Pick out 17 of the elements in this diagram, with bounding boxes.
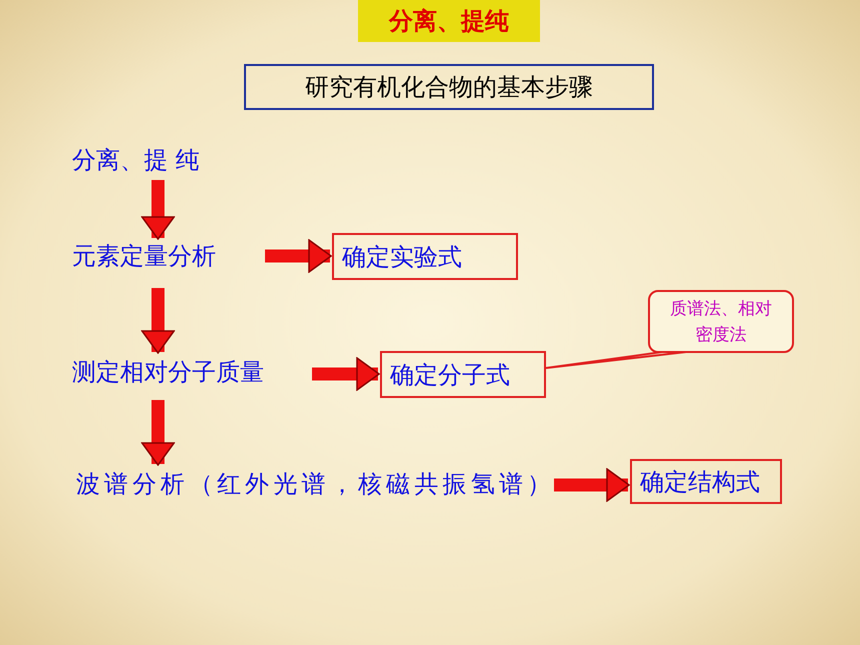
result-box: 确定结构式 bbox=[630, 459, 782, 504]
callout-pointer bbox=[545, 351, 687, 369]
heading-box: 研究有机化合物的基本步骤 bbox=[244, 64, 654, 110]
callout-bubble: 质谱法、相对密度法 bbox=[648, 290, 794, 353]
step-text: 分离、提 纯 bbox=[72, 142, 232, 178]
step-text: 测定相对分子质量 bbox=[72, 354, 308, 390]
result-box: 确定实验式 bbox=[332, 233, 518, 280]
title-banner: 分离、提纯 bbox=[358, 0, 540, 42]
block-arrow bbox=[141, 288, 175, 354]
step-text: 元素定量分析 bbox=[72, 238, 252, 274]
result-box: 确定分子式 bbox=[380, 351, 546, 398]
block-arrow bbox=[141, 400, 175, 466]
block-arrow bbox=[554, 468, 630, 502]
block-arrow bbox=[265, 239, 332, 273]
block-arrow bbox=[312, 357, 380, 391]
block-arrow bbox=[141, 180, 175, 240]
step-text: 波谱分析（红外光谱，核磁共振氢谱） bbox=[76, 466, 554, 502]
